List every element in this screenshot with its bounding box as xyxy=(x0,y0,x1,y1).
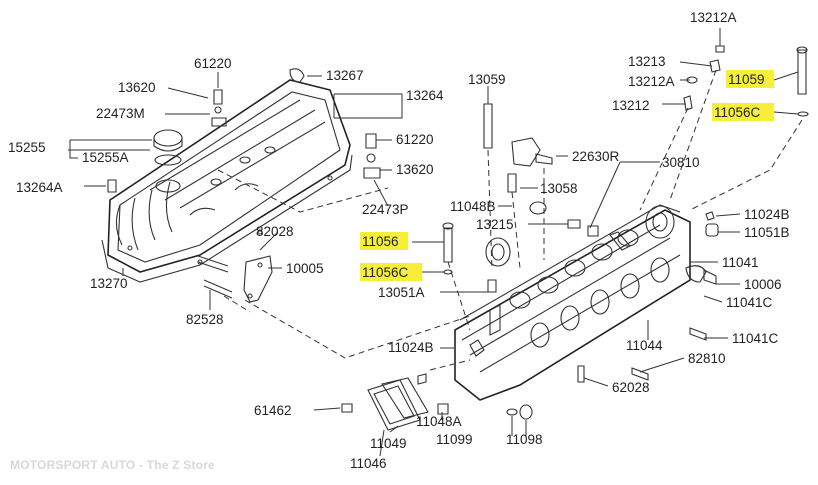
label-13213: 13213 xyxy=(628,54,666,69)
label-61462: 61462 xyxy=(254,403,292,418)
label-13620-top: 13620 xyxy=(118,80,156,95)
label-22473M: 22473M xyxy=(96,106,145,121)
label-82810: 82810 xyxy=(688,351,726,366)
label-10006: 10006 xyxy=(744,277,782,292)
watermark: MOTORSPORT AUTO - The Z Store xyxy=(10,458,215,472)
label-11056C-mid: 11056C xyxy=(362,265,409,280)
label-13059: 13059 xyxy=(468,72,506,87)
label-82528: 82528 xyxy=(186,312,224,327)
leader-lines xyxy=(68,28,799,457)
label-11056: 11056 xyxy=(362,234,399,249)
bracket-10005 xyxy=(197,255,273,303)
label-62028: 62028 xyxy=(612,380,650,395)
label-10005: 10005 xyxy=(286,261,324,276)
label-13212A-mid: 13212A xyxy=(628,74,675,89)
temperature-sensor-22630R xyxy=(511,137,553,167)
cylinder-head xyxy=(454,204,719,401)
label-13051A: 13051A xyxy=(378,285,425,300)
reference-dashes xyxy=(217,69,803,371)
highlight-11056 xyxy=(360,232,408,250)
label-13620-mid: 13620 xyxy=(396,162,434,177)
label-11044: 11044 xyxy=(626,338,663,353)
label-13264: 13264 xyxy=(406,88,444,103)
label-61220-top: 61220 xyxy=(194,56,232,71)
bolts xyxy=(442,45,809,293)
label-13215: 13215 xyxy=(476,217,514,232)
label-11048A: 11048A xyxy=(416,414,462,429)
label-13267: 13267 xyxy=(326,68,364,83)
label-22473P: 22473P xyxy=(362,202,409,217)
label-11098: 11098 xyxy=(506,432,543,447)
label-13264A: 13264A xyxy=(16,180,63,195)
label-13270: 13270 xyxy=(90,276,128,291)
oil-filler-cap xyxy=(153,129,183,166)
label-11024B-left: 11024B xyxy=(388,340,434,355)
label-11041: 11041 xyxy=(722,255,759,270)
label-11046: 11046 xyxy=(350,456,387,471)
highlight-11059 xyxy=(726,70,774,88)
label-13212: 13212 xyxy=(612,98,650,113)
highlight-11056C-mid xyxy=(360,263,422,281)
label-22630R: 22630R xyxy=(572,149,620,164)
label-11051B: 11051B xyxy=(744,225,790,240)
label-61220-mid: 61220 xyxy=(396,132,434,147)
label-11059: 11059 xyxy=(728,72,765,87)
label-30810: 30810 xyxy=(662,155,700,170)
highlight-11056C-top xyxy=(712,103,774,121)
label-11041C-b: 11041C xyxy=(732,331,779,346)
label-15255: 15255 xyxy=(8,140,46,155)
gaskets xyxy=(341,377,429,431)
label-11041C-a: 11041C xyxy=(726,295,773,310)
cover-hardware xyxy=(107,68,381,193)
label-13058: 13058 xyxy=(540,181,578,196)
small-parts-bottom xyxy=(417,327,707,420)
label-11056C-top: 11056C xyxy=(714,105,761,120)
label-82028: 82028 xyxy=(256,224,294,239)
label-11049: 11049 xyxy=(370,436,407,451)
label-11024B-right: 11024B xyxy=(744,207,790,222)
label-11048B: 11048B xyxy=(450,199,496,214)
label-13212A-top: 13212A xyxy=(690,10,737,25)
label-15255A: 15255A xyxy=(82,150,129,165)
label-11099: 11099 xyxy=(436,432,473,447)
